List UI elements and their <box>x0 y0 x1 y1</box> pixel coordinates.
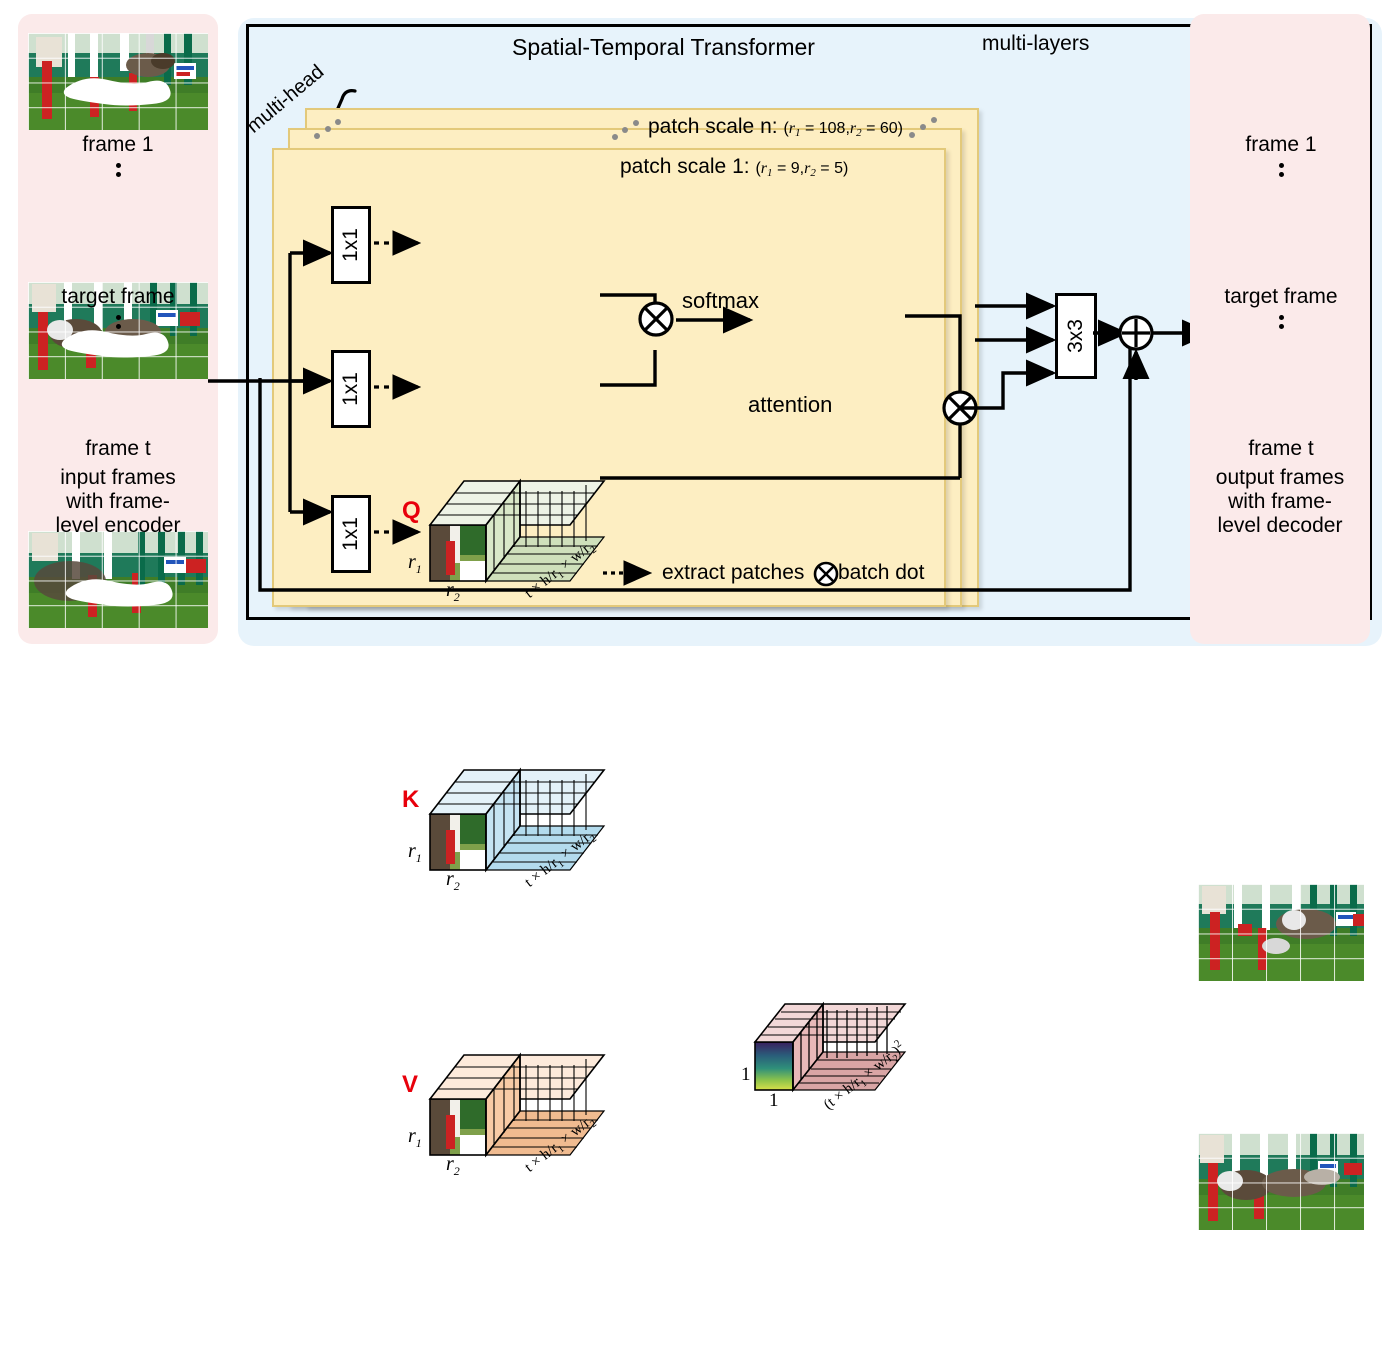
output-frames-panel <box>1190 14 1370 644</box>
attention-to-batchdot-path <box>905 314 962 392</box>
patch-scale-1-name: patch scale 1: <box>620 155 750 178</box>
patch-scale-1-label: patch scale 1: (r1 = 9,r2 = 5) <box>620 155 848 179</box>
input-frame-t-image <box>28 531 208 628</box>
v-extract-dashed-arrow <box>374 519 422 545</box>
q-tensor-shape <box>428 478 606 584</box>
v-conv-1x1-label: 1x1 <box>338 517 362 551</box>
input-frame-1-image <box>28 33 208 130</box>
q-tensor: Q r1 r2 t × h/r1 × w/r2 <box>402 469 1384 614</box>
batch-dot-qk-icon <box>637 300 675 343</box>
output-conv-3x3-box[interactable]: 3x3 <box>1055 293 1097 379</box>
attention-label: attention <box>748 392 833 417</box>
output-caption-line3: level decoder <box>1217 514 1343 537</box>
input-target-frame-label: target frame <box>61 285 175 308</box>
attention-height-tick-label: 1 <box>741 1064 751 1085</box>
output-target-frame-image <box>1198 1133 1364 1230</box>
k-tensor: K r1 r2 t × h/r1 × w/r2 <box>402 758 1384 903</box>
q-symbol-label: Q <box>402 497 421 524</box>
attention-width-tick-label: 1 <box>769 1090 779 1111</box>
k-conv-1x1-box[interactable]: 1x1 <box>331 350 371 428</box>
output-frames-ellipsis-1 <box>1198 159 1364 181</box>
q-conv-1x1-box[interactable]: 1x1 <box>331 206 371 284</box>
q-conv-1x1-label: 1x1 <box>338 228 362 262</box>
legend-batch-dot-label: batch dot <box>838 561 925 584</box>
input-caption-line2: with frame- <box>66 490 170 513</box>
output-frame-1-label: frame 1 <box>1245 133 1317 156</box>
k-extract-dashed-arrow <box>374 374 422 400</box>
q-r1-label: r1 <box>408 551 422 576</box>
legend-extract-patches-label: extract patches <box>662 561 805 584</box>
skip-connection-path <box>258 330 1132 592</box>
v-symbol-label: V <box>402 1071 419 1098</box>
k-conv-1x1-label: 1x1 <box>338 372 362 406</box>
k-r2-label: r2 <box>446 868 460 893</box>
input-frame-1-label: frame 1 <box>82 133 154 156</box>
input-frame-t-label: frame t <box>85 437 151 460</box>
v-r1-label: r1 <box>408 1125 422 1150</box>
q-extract-dashed-arrow <box>374 230 422 256</box>
q-r2-label: r2 <box>446 579 460 604</box>
softmax-label: softmax <box>682 288 760 313</box>
input-caption-line3: level encoder <box>55 514 181 537</box>
attention-tensor: 1 1 (t × h/r1 × w/r2)2 <box>741 994 1384 1119</box>
output-frame-1-image <box>1198 884 1364 981</box>
input-target-frame-image <box>28 282 208 379</box>
patch-scale-1-params: (r1 = 9,r2 = 5) <box>755 160 849 179</box>
output-panel-caption: output frames with frame- level decoder <box>1190 466 1370 538</box>
transformer-title: Spatial-Temporal Transformer <box>512 34 815 60</box>
v-r2-label: r2 <box>446 1153 460 1178</box>
output-caption-line1: output frames <box>1215 466 1345 489</box>
input-frames-ellipsis-1 <box>28 159 208 181</box>
scale-stack-dots-left-icon <box>314 119 341 139</box>
skip-into-add-arrow <box>1122 348 1150 380</box>
input-routing-arrows <box>208 239 334 526</box>
output-frames-ellipsis-2 <box>1198 311 1364 333</box>
legend-dashed-arrow-icon <box>603 560 653 586</box>
scale-outputs-to-conv-arrows <box>959 292 1057 410</box>
patch-scale-n-name: patch scale n: <box>648 115 778 138</box>
v-conv-1x1-box[interactable]: 1x1 <box>331 495 371 573</box>
k-r1-label: r1 <box>408 840 422 865</box>
output-conv-3x3-label: 3x3 <box>1063 319 1087 353</box>
output-frame-t-label: frame t <box>1248 437 1314 460</box>
input-frames-ellipsis-2 <box>28 311 208 333</box>
output-caption-line2: with frame- <box>1228 490 1332 513</box>
patch-scale-n-label: patch scale n: (r1 = 108,r2 = 60) <box>648 115 903 139</box>
softmax-arrow <box>676 306 754 334</box>
multi-layers-label: multi-layers <box>982 32 1090 55</box>
legend-batch-dot-icon <box>813 561 839 592</box>
input-panel-caption: input frames with frame- level encoder <box>20 466 216 538</box>
output-target-frame-label: target frame <box>1224 285 1338 308</box>
patch-scale-n-params: (r1 = 108,r2 = 60) <box>783 120 903 139</box>
input-caption-line1: input frames <box>60 466 176 489</box>
patch-scale-n-dots-right-icon <box>909 117 937 138</box>
k-symbol-label: K <box>402 786 420 813</box>
transformer-inner-border <box>246 24 1372 620</box>
v-to-batchdot-path <box>600 476 960 480</box>
patch-scale-n-dots-left-icon <box>612 120 639 140</box>
batch-dot-av-icon <box>941 389 979 432</box>
